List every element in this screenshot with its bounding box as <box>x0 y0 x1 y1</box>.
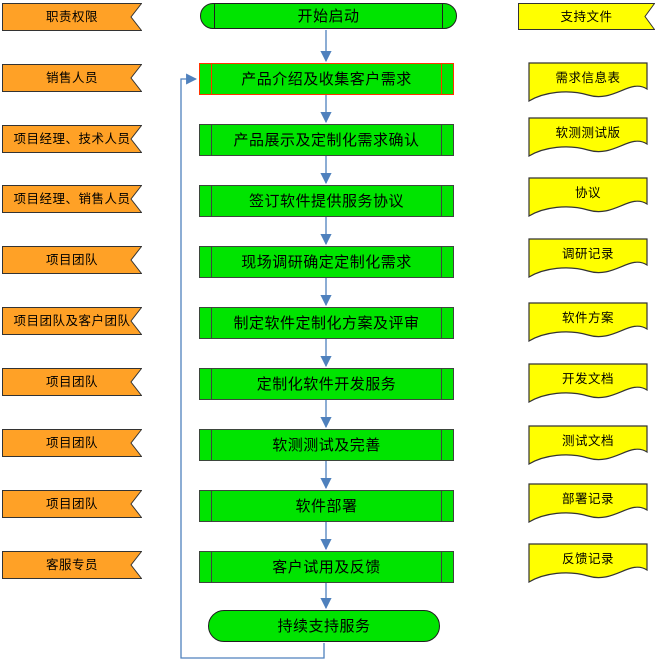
start-terminator: 开始启动 <box>200 3 457 29</box>
ribbon-shape <box>2 64 142 92</box>
start-label: 开始启动 <box>297 6 360 25</box>
document-label: 反馈记录 <box>561 551 614 567</box>
process-label: 现场调研确定定制化需求 <box>241 252 412 271</box>
ribbon-shape <box>2 368 142 396</box>
document-wave-shape <box>528 117 648 157</box>
document-label: 协议 <box>574 185 601 201</box>
role-label: 项目经理、销售人员 <box>13 191 131 207</box>
role-label: 项目经理、技术人员 <box>13 131 131 147</box>
role-banner: 项目经理、销售人员 <box>2 185 142 213</box>
process-step: 制定软件定制化方案及评审 <box>199 307 454 339</box>
role-banner: 客服专员 <box>2 551 142 579</box>
document-header-label: 支持文件 <box>560 8 613 24</box>
ribbon-shape <box>2 3 142 31</box>
end-terminator: 持续支持服务 <box>208 610 440 642</box>
document-shape: 测试文档 <box>528 425 648 465</box>
ribbon-shape <box>2 429 142 457</box>
process-label: 制定软件定制化方案及评审 <box>233 313 420 332</box>
process-label: 签订软件提供服务协议 <box>248 191 404 210</box>
document-wave-shape <box>528 302 648 342</box>
ribbon-shape <box>2 246 142 274</box>
document-wave-shape <box>528 363 648 403</box>
process-step-highlighted: 产品介绍及收集客户需求 <box>199 63 454 95</box>
role-label: 项目团队及客户团队 <box>13 313 131 329</box>
document-wave-shape <box>528 238 648 278</box>
role-label: 项目团队 <box>45 374 98 390</box>
ribbon-shape <box>2 490 142 518</box>
process-label: 产品展示及定制化需求确认 <box>233 130 420 149</box>
process-label: 定制化软件开发服务 <box>256 374 397 393</box>
document-label: 需求信息表 <box>555 70 621 86</box>
role-banner: 项目团队 <box>2 490 142 518</box>
document-label: 开发文档 <box>561 371 614 387</box>
process-label: 产品介绍及收集客户需求 <box>241 69 412 88</box>
process-step: 签订软件提供服务协议 <box>199 185 454 217</box>
document-wave-shape <box>528 483 648 523</box>
role-label: 销售人员 <box>45 70 98 86</box>
end-label: 持续支持服务 <box>277 616 371 635</box>
role-banner: 项目团队及客户团队 <box>2 307 142 335</box>
process-label: 客户试用及反馈 <box>272 557 381 576</box>
process-label: 软件部署 <box>295 496 358 515</box>
document-label: 部署记录 <box>561 491 614 507</box>
document-shape: 调研记录 <box>528 238 648 278</box>
document-wave-shape <box>528 177 648 217</box>
process-step: 定制化软件开发服务 <box>199 368 454 400</box>
ribbon-shape <box>2 551 142 579</box>
document-shape: 协议 <box>528 177 648 217</box>
role-header-label: 职责权限 <box>45 9 98 25</box>
document-label: 测试文档 <box>561 433 614 449</box>
document-wave-shape <box>528 543 648 583</box>
document-label: 软件方案 <box>561 310 614 326</box>
role-banner: 项目团队 <box>2 429 142 457</box>
role-label: 客服专员 <box>45 557 98 573</box>
document-shape: 部署记录 <box>528 483 648 523</box>
role-label: 项目团队 <box>45 252 98 268</box>
role-banner: 项目团队 <box>2 368 142 396</box>
role-banner: 项目团队 <box>2 246 142 274</box>
document-shape: 开发文档 <box>528 363 648 403</box>
role-banner: 项目经理、技术人员 <box>2 125 142 153</box>
ribbon-shape <box>2 185 142 213</box>
process-step: 客户试用及反馈 <box>199 551 454 583</box>
process-step: 软件部署 <box>199 490 454 522</box>
document-wave-shape <box>528 62 648 102</box>
document-shape: 软测测试版 <box>528 117 648 157</box>
role-banner: 销售人员 <box>2 64 142 92</box>
role-header-banner: 职责权限 <box>2 3 142 31</box>
document-header-banner: 支持文件 <box>518 3 655 30</box>
document-wave-shape <box>528 425 648 465</box>
document-label: 软测测试版 <box>555 125 621 141</box>
document-shape: 反馈记录 <box>528 543 648 583</box>
process-label: 软测测试及完善 <box>272 435 381 454</box>
document-shape: 软件方案 <box>528 302 648 342</box>
role-label: 项目团队 <box>45 435 98 451</box>
process-step: 现场调研确定定制化需求 <box>199 246 454 278</box>
ribbon-shape <box>2 125 142 153</box>
document-shape: 需求信息表 <box>528 62 648 102</box>
role-label: 项目团队 <box>45 496 98 512</box>
ribbon-shape <box>518 3 655 30</box>
document-label: 调研记录 <box>561 246 614 262</box>
process-step: 软测测试及完善 <box>199 429 454 461</box>
process-step: 产品展示及定制化需求确认 <box>199 124 454 156</box>
ribbon-shape <box>2 307 142 335</box>
